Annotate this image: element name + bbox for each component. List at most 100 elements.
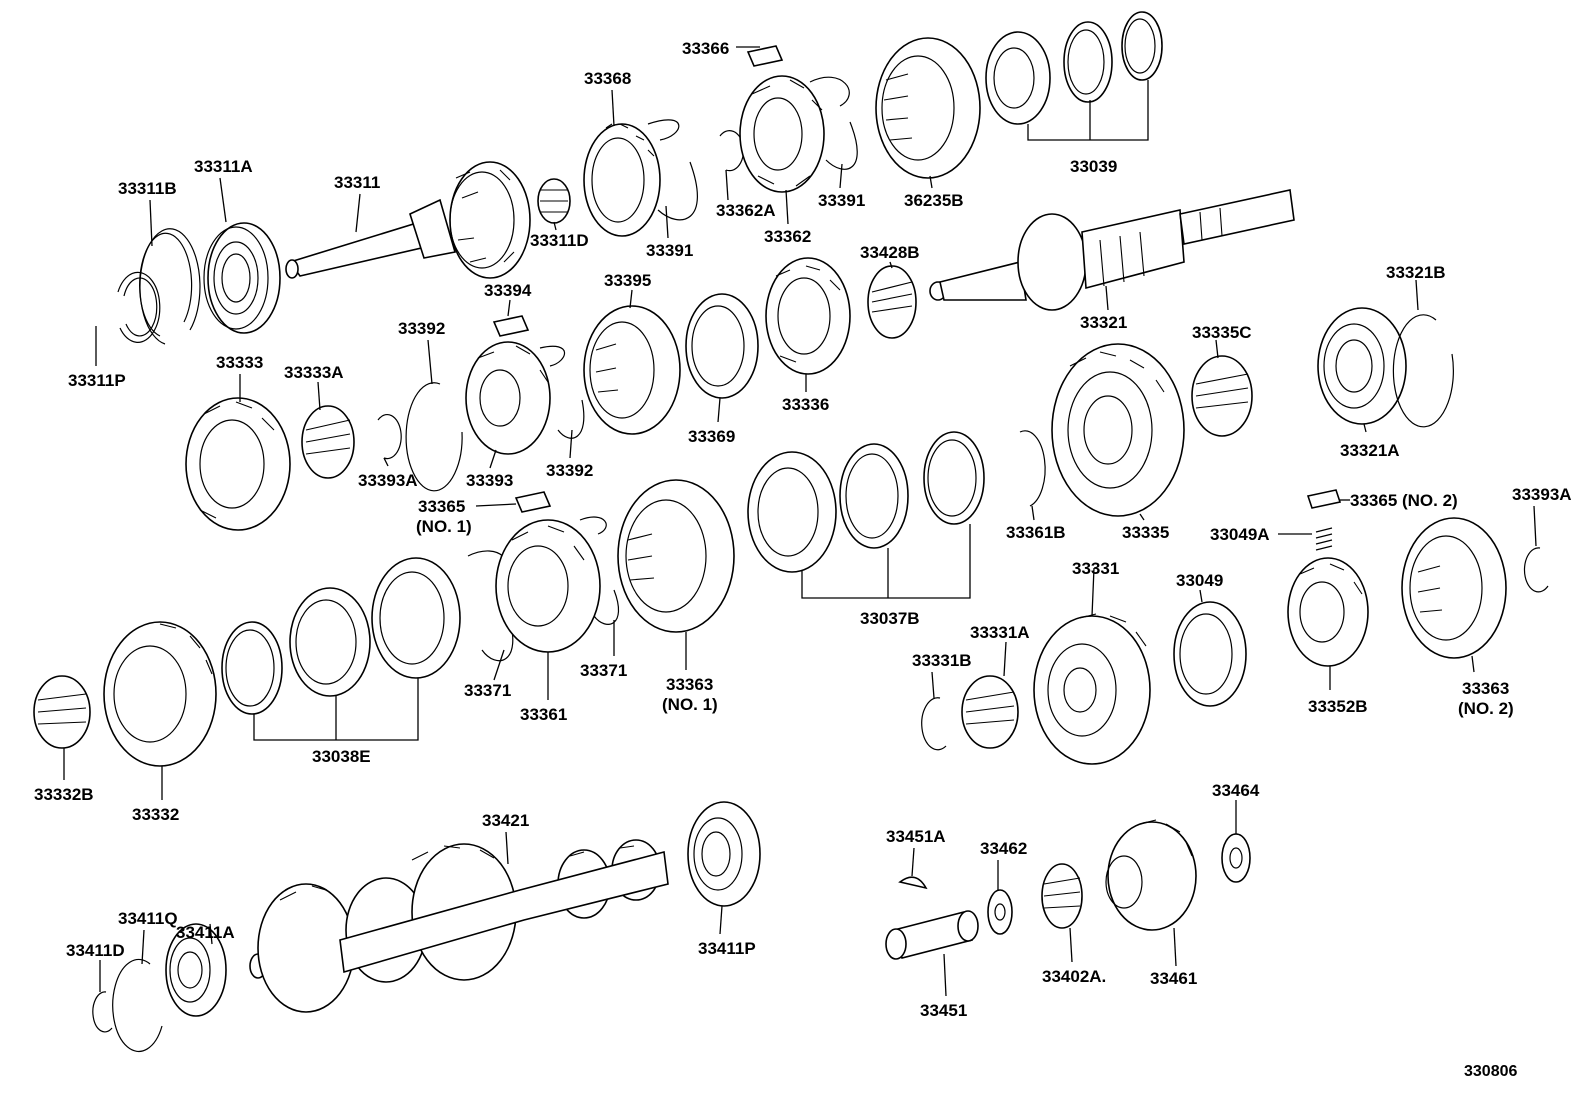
gear-33333[interactable] bbox=[185, 397, 291, 531]
snap-ring-33321B[interactable] bbox=[1392, 314, 1454, 428]
label-33331B: 33331B bbox=[912, 651, 972, 670]
hub-33352B[interactable] bbox=[1287, 557, 1369, 667]
label-33332B: 33332B bbox=[34, 785, 94, 804]
label-33451A: 33451A bbox=[886, 827, 946, 846]
label-33368: 33368 bbox=[584, 69, 631, 88]
label-33331: 33331 bbox=[1072, 559, 1119, 578]
gear-33335[interactable] bbox=[1051, 343, 1185, 517]
label-33311D: 33311D bbox=[530, 231, 589, 250]
gear-33331[interactable] bbox=[1033, 613, 1151, 765]
snap-ring-33311P[interactable] bbox=[117, 271, 161, 343]
hub-33393[interactable] bbox=[465, 341, 551, 455]
label-33363-no1: 33363 bbox=[666, 675, 713, 694]
bearing-33311A[interactable] bbox=[203, 222, 281, 334]
label-33332: 33332 bbox=[132, 805, 179, 824]
gear-33332[interactable] bbox=[103, 621, 217, 767]
needle-bearing-33428B[interactable] bbox=[867, 265, 917, 339]
label-33363-no2-sub: (NO. 2) bbox=[1458, 699, 1514, 718]
label-33331A: 33331A bbox=[970, 623, 1030, 642]
key-33394[interactable] bbox=[492, 315, 530, 337]
sleeve-33363-no2[interactable] bbox=[1401, 517, 1507, 659]
key-33366[interactable] bbox=[746, 45, 784, 67]
synchro-ring-33049[interactable] bbox=[1173, 601, 1247, 707]
label-36235B: 36235B bbox=[904, 191, 964, 210]
snap-ring-33361B[interactable] bbox=[1019, 430, 1046, 507]
label-33395: 33395 bbox=[604, 271, 651, 290]
washer-33462[interactable] bbox=[987, 889, 1013, 935]
synchro-set-33037B[interactable] bbox=[747, 431, 985, 573]
label-33321: 33321 bbox=[1080, 313, 1127, 332]
sleeve-36235B[interactable] bbox=[875, 37, 981, 179]
spring-33391b[interactable] bbox=[809, 76, 858, 170]
label-33462: 33462 bbox=[980, 839, 1027, 858]
output-shaft-33321[interactable] bbox=[929, 189, 1295, 311]
synchro-ring-33368[interactable] bbox=[583, 123, 661, 237]
label-33371-a: 33371 bbox=[464, 681, 511, 700]
snap-ring-33411Q[interactable] bbox=[112, 958, 163, 1053]
label-33362A: 33362A bbox=[716, 201, 776, 220]
needle-bearing-33402A[interactable] bbox=[1041, 863, 1083, 929]
label-33402A: 33402A. bbox=[1042, 967, 1106, 986]
snap-ring-33411D[interactable] bbox=[92, 991, 113, 1033]
label-33365-no1: (NO. 1) bbox=[416, 517, 472, 536]
label-33391-a: 33391 bbox=[646, 241, 693, 260]
spring-33049A[interactable] bbox=[1315, 527, 1333, 551]
bearing-33411P[interactable] bbox=[687, 801, 761, 907]
label-33461: 33461 bbox=[1150, 969, 1197, 988]
label-33335C: 33335C bbox=[1192, 323, 1252, 342]
gear-33336[interactable] bbox=[765, 257, 851, 375]
label-33391-b: 33391 bbox=[818, 191, 865, 210]
synchro-set-33039[interactable] bbox=[985, 11, 1163, 125]
label-33369: 33369 bbox=[688, 427, 735, 446]
spring-33392[interactable] bbox=[405, 345, 585, 492]
sleeve-33395[interactable] bbox=[583, 305, 681, 435]
reverse-idler-gear-33461[interactable] bbox=[1105, 819, 1197, 931]
label-33362: 33362 bbox=[764, 227, 811, 246]
label-33393: 33393 bbox=[466, 471, 513, 490]
sleeve-33363-no1[interactable] bbox=[617, 479, 735, 633]
counter-shaft-33421[interactable] bbox=[249, 839, 669, 1013]
label-33392-a: 33392 bbox=[398, 319, 445, 338]
hub-sleeve-33362[interactable] bbox=[739, 75, 825, 193]
label-33363-no1-sub: (NO. 1) bbox=[662, 695, 718, 714]
bearing-33411A[interactable] bbox=[165, 923, 227, 1017]
callout-labels: 33366 33368 33311A 33311B 33311 33311D 3… bbox=[34, 39, 1572, 1080]
key-33365-no2[interactable] bbox=[1306, 489, 1342, 509]
label-33038E: 33038E bbox=[312, 747, 371, 766]
needle-bearing-33333A[interactable] bbox=[301, 405, 355, 479]
snap-ring-33331B[interactable] bbox=[921, 697, 947, 751]
needle-bearing-33332B[interactable] bbox=[33, 675, 91, 749]
needle-bearing-33331A[interactable] bbox=[961, 675, 1019, 749]
label-33311B: 33311B bbox=[118, 179, 177, 198]
label-33321A: 33321A bbox=[1340, 441, 1400, 460]
washer-33464[interactable] bbox=[1221, 833, 1251, 883]
label-33371-b: 33371 bbox=[580, 661, 627, 680]
label-33464: 33464 bbox=[1212, 781, 1260, 800]
label-33363-no2: 33363 bbox=[1462, 679, 1509, 698]
label-33393A-2: 33393A bbox=[1512, 485, 1572, 504]
snap-ring-33393A[interactable] bbox=[377, 413, 402, 460]
hub-33361[interactable] bbox=[495, 519, 601, 653]
idler-shaft-33451[interactable] bbox=[885, 910, 979, 960]
synchro-set-33038E[interactable] bbox=[221, 557, 461, 715]
label-33411A: 33411A bbox=[176, 923, 235, 942]
synchro-ring-33369[interactable] bbox=[685, 293, 759, 399]
label-33411Q: 33411Q bbox=[118, 909, 178, 928]
label-33393A: 33393A bbox=[358, 471, 418, 490]
label-33428B: 33428B bbox=[860, 243, 920, 262]
bearing-33321A[interactable] bbox=[1317, 307, 1407, 425]
label-33039: 33039 bbox=[1070, 157, 1117, 176]
label-33411P: 33411P bbox=[698, 939, 756, 958]
snap-ring-33393A-2[interactable] bbox=[1523, 547, 1549, 593]
label-33394: 33394 bbox=[484, 281, 532, 300]
label-33311P: 33311P bbox=[68, 371, 126, 390]
synchro-key-33311D[interactable] bbox=[537, 178, 571, 224]
spring-33391a[interactable] bbox=[647, 119, 698, 221]
needle-bearing-33335C[interactable] bbox=[1191, 355, 1253, 437]
key-33451A[interactable] bbox=[898, 876, 928, 890]
key-33365-no1[interactable] bbox=[514, 491, 552, 513]
label-33333: 33333 bbox=[216, 353, 263, 372]
snap-ring-33311B[interactable] bbox=[139, 228, 201, 345]
input-shaft-33311[interactable] bbox=[285, 161, 531, 279]
